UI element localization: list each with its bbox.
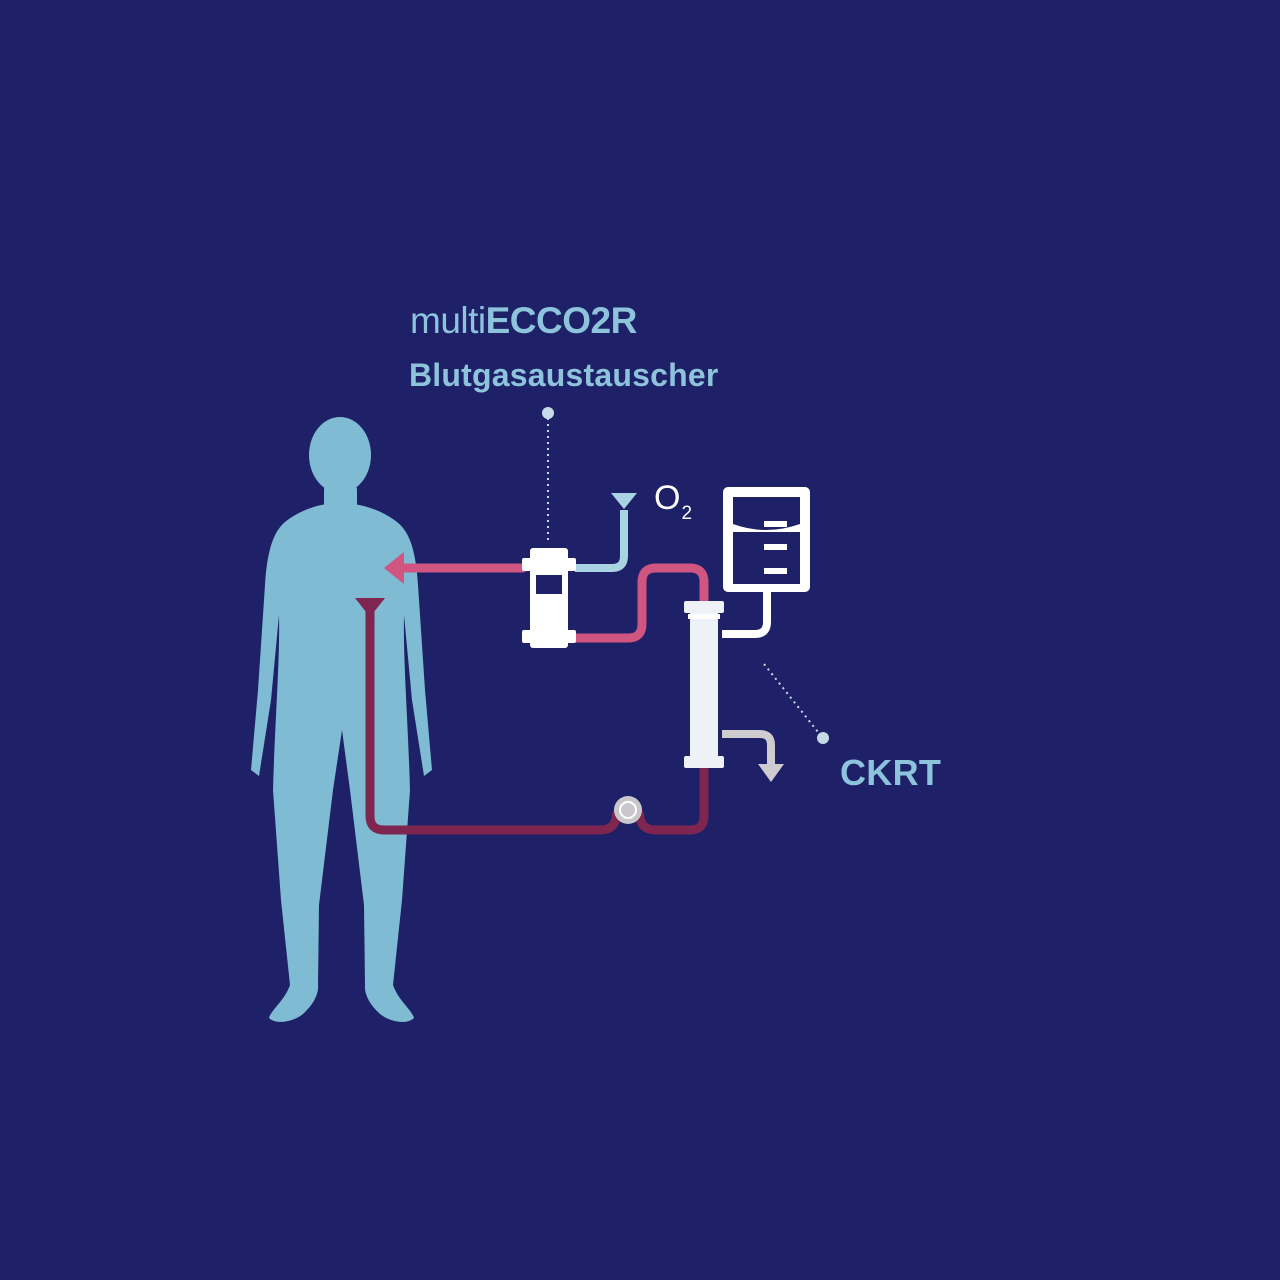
- oxygen-label: O2: [654, 479, 692, 523]
- oxygen-inlet-arrow-icon: [611, 493, 637, 509]
- return-arrow-icon: [384, 552, 404, 584]
- device-title: multiECCO2R: [410, 302, 637, 339]
- human-body-silhouette: [251, 417, 432, 1022]
- venous-inlet-arrow-icon: [355, 598, 385, 617]
- oxygen-supply-line: [575, 510, 628, 572]
- dialysis-filter-device: [684, 601, 724, 768]
- effluent-line: [722, 730, 775, 766]
- ckrt-leader-line: [763, 663, 819, 733]
- arterial-blood-line-to-exchanger: [570, 563, 709, 643]
- device-title-bold: ECCO2R: [485, 300, 638, 341]
- ckrt-fluid-bag-icon: [723, 487, 810, 592]
- dialysate-supply-line: [722, 592, 771, 638]
- device-title-prefix: multi: [410, 300, 486, 341]
- oxygen-label-main: O: [654, 479, 681, 517]
- ckrt-leader-dot: [817, 732, 829, 744]
- exchanger-leader-dot: [542, 407, 554, 419]
- blood-pump-icon: [614, 796, 642, 824]
- gas-exchanger-device: [522, 548, 576, 648]
- oxygen-label-subscript: 2: [681, 503, 693, 524]
- ckrt-label: CKRT: [840, 752, 942, 793]
- effluent-arrow-icon: [758, 764, 784, 782]
- device-subtitle: Blutgasaustauscher: [409, 357, 719, 393]
